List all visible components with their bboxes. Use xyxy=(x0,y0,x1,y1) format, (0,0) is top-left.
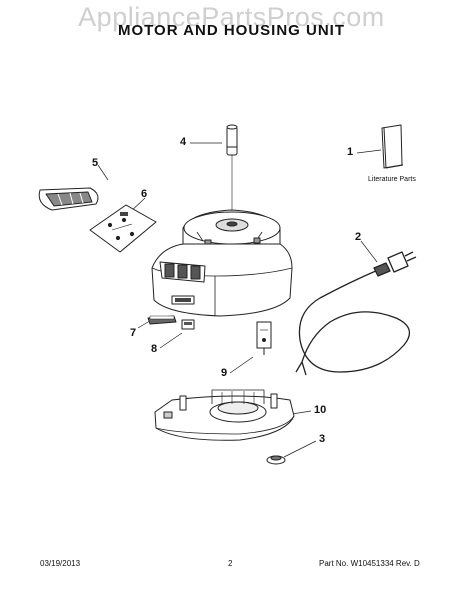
footer-page-number: 2 xyxy=(228,559,233,568)
control-board xyxy=(89,204,157,253)
base-plate xyxy=(154,389,295,441)
literature-booklet xyxy=(381,124,404,169)
main-housing xyxy=(151,209,293,317)
callout-8: 8 xyxy=(151,343,158,355)
callout-2: 2 xyxy=(355,231,362,243)
callout-10: 10 xyxy=(314,404,327,416)
power-cord xyxy=(295,251,417,376)
footer-part-number: Part No. W10451334 Rev. D xyxy=(319,559,420,568)
callout-6: 6 xyxy=(141,188,148,200)
switch xyxy=(181,319,195,330)
coupler-shaft xyxy=(226,124,238,212)
literature-parts-label: Literature Parts xyxy=(368,176,416,183)
diagram-title: MOTOR AND HOUSING UNIT xyxy=(118,22,345,39)
callout-3: 3 xyxy=(319,433,326,445)
callout-9: 9 xyxy=(221,367,228,379)
callout-4: 4 xyxy=(180,136,187,148)
footer-date: 03/19/2013 xyxy=(40,559,81,568)
callout-1: 1 xyxy=(347,146,354,158)
foot xyxy=(266,455,286,465)
fuse xyxy=(256,321,272,355)
watermark: AppliancePartsPros.com xyxy=(78,2,385,32)
callout-5: 5 xyxy=(92,157,99,169)
switch-bar xyxy=(147,315,177,325)
callout-7: 7 xyxy=(130,327,137,339)
button-boot xyxy=(38,187,99,211)
